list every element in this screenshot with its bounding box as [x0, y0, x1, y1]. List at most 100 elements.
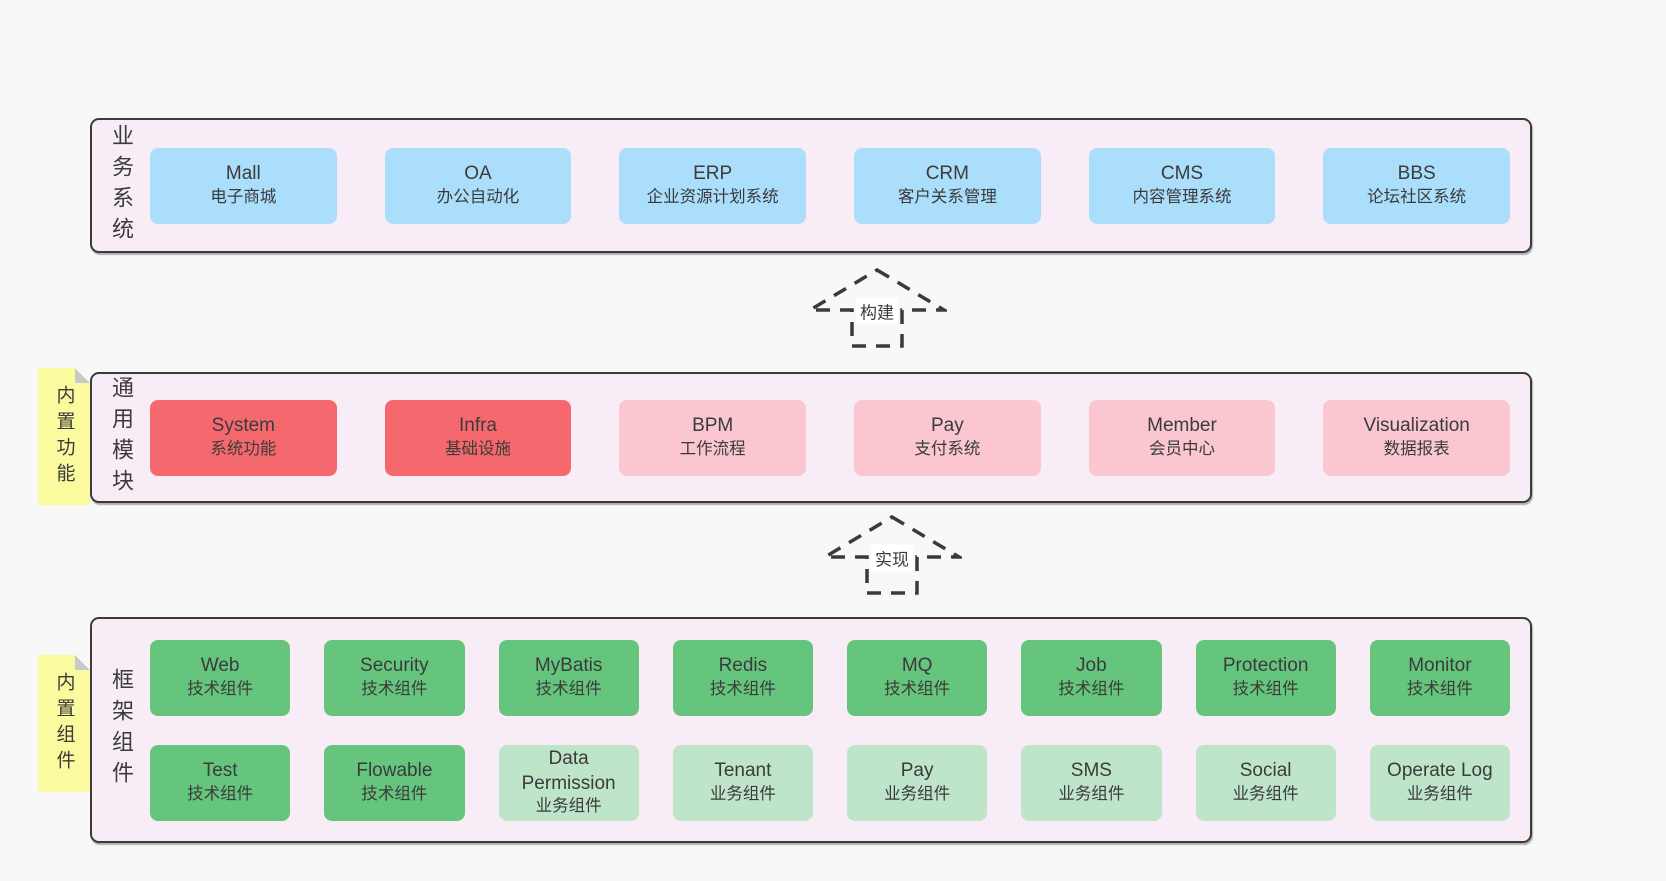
box-title: Test — [202, 760, 238, 782]
box-subtitle: 论坛社区系统 — [1367, 188, 1467, 207]
box-sms: SMS 业务组件 — [1021, 744, 1162, 821]
box-subtitle: 企业资源计划系统 — [646, 188, 779, 207]
box-title: Mall — [225, 163, 261, 185]
box-cms: CMS 内容管理系统 — [1088, 147, 1276, 224]
box-subtitle: 业务组件 — [1058, 785, 1125, 804]
box-mybatis: MyBatis 技术组件 — [498, 639, 639, 716]
box-title: Redis — [718, 655, 768, 677]
box-subtitle: 技术组件 — [709, 680, 776, 699]
box-title: Social — [1239, 760, 1292, 782]
box-subtitle: 办公自动化 — [436, 188, 520, 207]
section-label-column: 通用模块 — [92, 374, 150, 501]
box-visualization: Visualization 数据报表 — [1323, 399, 1510, 476]
box-protection: Protection 技术组件 — [1195, 639, 1336, 716]
sticky-note-text: 内置组件 — [53, 671, 75, 776]
box-subtitle: 技术组件 — [187, 680, 254, 699]
modules-box-grid: System 系统功能 Infra 基础设施 BPM 工作流程 Pay 支付系统… — [150, 374, 1530, 501]
box-title: Monitor — [1408, 655, 1472, 677]
box-subtitle: 业务组件 — [709, 785, 776, 804]
realize-arrow-label: 实现 — [871, 544, 913, 572]
box-web: Web 技术组件 — [150, 639, 291, 716]
section-label-column: 框架组件 — [92, 619, 150, 841]
box-system: System 系统功能 — [150, 399, 337, 476]
box-monitor: Monitor 技术组件 — [1369, 639, 1510, 716]
box-subtitle: 技术组件 — [884, 680, 951, 699]
box-bpm: BPM 工作流程 — [619, 399, 806, 476]
box-title: SMS — [1070, 760, 1112, 782]
box-subtitle: 工作流程 — [679, 440, 746, 459]
box-tenant: Tenant 业务组件 — [672, 744, 813, 821]
box-subtitle: 技术组件 — [1406, 680, 1473, 699]
box-mall: Mall 电子商城 — [150, 147, 337, 224]
box-subtitle: 业务组件 — [1232, 785, 1299, 804]
section-title-business: 业务系统 — [109, 123, 134, 248]
box-flowable: Flowable 技术组件 — [324, 744, 465, 821]
box-subtitle: 支付系统 — [914, 440, 981, 459]
realize-arrow: 实现 — [822, 515, 962, 595]
box-pay-component: Pay 业务组件 — [847, 744, 988, 821]
sticky-note-builtin-components: 内置组件 — [38, 655, 90, 792]
box-job: Job 技术组件 — [1021, 639, 1162, 716]
box-subtitle: 业务组件 — [1406, 785, 1473, 804]
box-subtitle: 系统功能 — [210, 440, 277, 459]
box-security: Security 技术组件 — [324, 639, 465, 716]
box-subtitle: 业务组件 — [884, 785, 951, 804]
box-title: ERP — [693, 163, 733, 185]
box-title: Job — [1076, 655, 1107, 677]
box-subtitle: 电子商城 — [210, 188, 277, 207]
box-subtitle: 客户关系管理 — [897, 188, 997, 207]
box-mq: MQ 技术组件 — [847, 639, 988, 716]
section-title-framework: 框架组件 — [109, 668, 134, 792]
framework-box-grid: Web 技术组件 Security 技术组件 MyBatis 技术组件 Redi… — [150, 619, 1530, 841]
section-framework-components: 框架组件 Web 技术组件 Security 技术组件 MyBatis 技术组件… — [90, 617, 1532, 843]
box-subtitle: 业务组件 — [535, 797, 602, 816]
box-subtitle: 技术组件 — [1232, 680, 1299, 699]
box-pay-module: Pay 支付系统 — [854, 399, 1041, 476]
box-title: Flowable — [356, 760, 433, 782]
box-title: BPM — [692, 415, 734, 437]
section-business-systems: 业务系统 Mall 电子商城 OA 办公自动化 ERP 企业资源计划系统 CRM… — [90, 118, 1532, 253]
box-subtitle: 技术组件 — [535, 680, 602, 699]
section-title-modules: 通用模块 — [109, 375, 134, 500]
box-title: Tenant — [714, 760, 772, 782]
box-subtitle: 技术组件 — [361, 680, 428, 699]
box-title: MQ — [901, 655, 933, 677]
build-arrow: 构建 — [807, 268, 947, 348]
box-social: Social 业务组件 — [1195, 744, 1336, 821]
box-erp: ERP 企业资源计划系统 — [619, 147, 806, 224]
box-title: Security — [360, 655, 429, 677]
box-title: Visualization — [1363, 415, 1470, 437]
build-arrow-label: 构建 — [856, 297, 898, 325]
section-label-column: 业务系统 — [92, 120, 150, 251]
section-common-modules: 通用模块 System 系统功能 Infra 基础设施 BPM 工作流程 Pay… — [90, 372, 1532, 503]
box-oa: OA 办公自动化 — [384, 147, 572, 224]
box-subtitle: 技术组件 — [361, 785, 428, 804]
box-subtitle: 技术组件 — [1058, 680, 1125, 699]
box-title: BBS — [1397, 163, 1436, 185]
box-redis: Redis 技术组件 — [672, 639, 813, 716]
business-box-grid: Mall 电子商城 OA 办公自动化 ERP 企业资源计划系统 CRM 客户关系… — [150, 120, 1530, 251]
box-title: Pay — [930, 415, 964, 437]
box-title: Operate Log — [1387, 760, 1493, 782]
box-title: Data Permission — [521, 748, 616, 794]
box-title: CMS — [1160, 163, 1204, 185]
box-title: Web — [200, 655, 240, 677]
box-title: MyBatis — [534, 655, 603, 677]
box-member: Member 会员中心 — [1088, 399, 1276, 476]
box-title: CRM — [925, 163, 969, 185]
box-subtitle: 会员中心 — [1148, 440, 1215, 459]
sticky-note-builtin-features: 内置功能 — [38, 368, 90, 505]
box-title: Protection — [1222, 655, 1309, 677]
box-title: Pay — [900, 760, 934, 782]
box-subtitle: 技术组件 — [187, 785, 254, 804]
box-subtitle: 基础设施 — [444, 440, 511, 459]
box-operate-log: Operate Log 业务组件 — [1369, 744, 1510, 821]
box-title: System — [211, 415, 275, 437]
box-title: Member — [1147, 415, 1217, 437]
box-title: Infra — [458, 415, 497, 437]
box-infra: Infra 基础设施 — [384, 399, 572, 476]
box-test: Test 技术组件 — [150, 744, 291, 821]
box-bbs: BBS 论坛社区系统 — [1323, 147, 1510, 224]
box-data-permission: Data Permission 业务组件 — [498, 744, 639, 821]
